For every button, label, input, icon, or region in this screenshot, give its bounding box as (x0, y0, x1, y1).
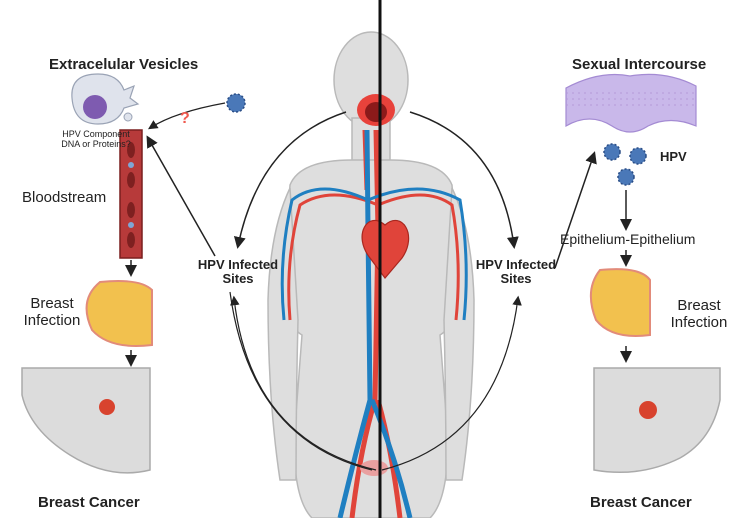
tumor-icon (22, 368, 150, 473)
human-body-figure (268, 32, 474, 518)
left-breast-infection-label: Breast Infection (20, 296, 84, 329)
virus-icon (227, 94, 245, 112)
breast-icon (87, 281, 152, 346)
left-sites-line2: Sites (192, 272, 284, 286)
sexual-intercourse-title: Sexual Intercourse (572, 57, 706, 74)
right-sites-line1: HPV Infected (470, 258, 562, 272)
extracellular-vesicles-title: Extracelular Vesicles (49, 57, 198, 74)
epithelium-icon (566, 74, 696, 132)
question-mark: ? (180, 110, 190, 128)
right-sites-line2: Sites (470, 272, 562, 286)
hpv-label: HPV (660, 150, 687, 164)
right-breast-cancer-label: Breast Cancer (590, 495, 692, 512)
bloodstream-label: Bloodstream (22, 190, 106, 207)
left-breast-cancer-label: Breast Cancer (38, 495, 140, 512)
epithelium-label: Epithelium-Epithelium (560, 232, 695, 247)
left-infection-line2: Infection (20, 313, 84, 330)
left-infection-line1: Breast (20, 296, 84, 313)
right-hpv-infected-sites-label: HPV Infected Sites (470, 258, 562, 287)
vesicle-caption: HPV Component DNA or Proteins? (60, 130, 132, 150)
right-infection-line1: Breast (665, 298, 733, 315)
vesicle-caption-line2: DNA or Proteins? (60, 140, 132, 150)
left-hpv-infected-sites-label: HPV Infected Sites (192, 258, 284, 287)
right-infection-line2: Infection (665, 315, 733, 332)
right-breast-infection-label: Breast Infection (665, 298, 733, 331)
left-sites-line1: HPV Infected (192, 258, 284, 272)
